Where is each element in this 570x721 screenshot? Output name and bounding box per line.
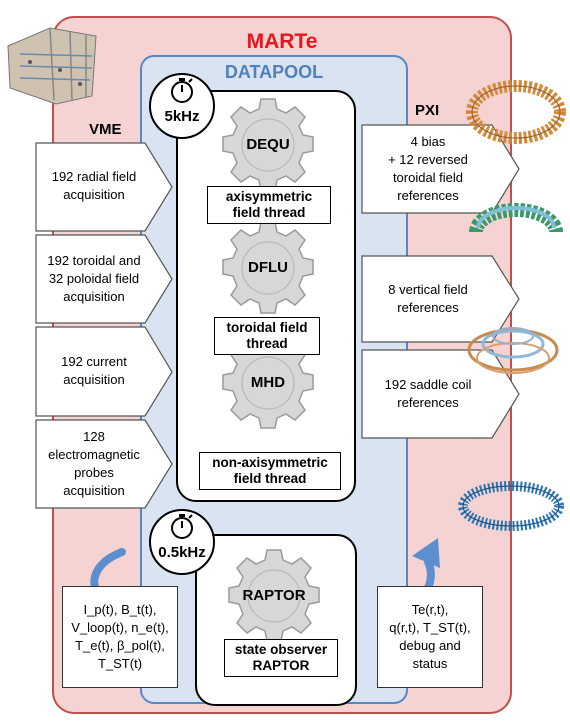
gear-name-dequ: DEQU xyxy=(246,136,290,153)
gear-name-dflu: DFLU xyxy=(248,259,288,276)
pxi-output-text: 8 vertical field references xyxy=(388,282,468,315)
fast-rate-badge xyxy=(149,73,215,139)
torus-coil-image xyxy=(467,327,559,374)
fast-rate-label: 5kHz xyxy=(164,108,200,125)
thread-label-dflu: toroidal field thread xyxy=(214,317,320,355)
torus-coil-image xyxy=(466,80,566,144)
pxi-output-text: 192 saddle coil references xyxy=(384,377,472,410)
thread-label-mhd: non-axisymmetric field thread xyxy=(199,452,341,490)
slow-rate-label: 0.5kHz xyxy=(158,544,206,561)
vme-input-text: 192 current acquisition xyxy=(61,354,127,387)
slow-rate-badge xyxy=(149,509,215,575)
torus-coil-image xyxy=(458,481,564,531)
vme-input-arrow xyxy=(35,142,173,232)
raptor-input-box: I_p(t), B_t(t), V_loop(t), n_e(t), T_e(t… xyxy=(62,586,178,688)
vme-input-text: 192 toroidal and 32 poloidal field acqui… xyxy=(47,253,141,304)
torus-coil-image xyxy=(469,203,563,233)
datapool-title: DATAPOOL xyxy=(224,62,324,82)
pxi-output-text: 4 bias + 12 reversed toroidal field refe… xyxy=(388,134,468,203)
gear-name-mhd: MHD xyxy=(250,374,286,391)
thread-label-raptor: state observer RAPTOR xyxy=(224,639,338,677)
vme-input-text: 192 radial field acquisition xyxy=(51,169,137,202)
pxi-label: PXI xyxy=(415,102,440,119)
vme-input-arrow xyxy=(35,419,173,509)
vme-input-arrow xyxy=(35,234,173,324)
vme-input-arrow xyxy=(35,326,173,417)
pxi-output-arrow xyxy=(361,255,520,343)
vme-crate-image xyxy=(7,27,97,105)
gear-name-raptor: RAPTOR xyxy=(242,587,306,604)
thread-label-dequ: axisymmetric field thread xyxy=(207,186,331,224)
vme-input-text: 128 electromagnetic probes acquisition xyxy=(48,429,140,498)
arrowhead-icon xyxy=(412,538,440,568)
raptor-output-box: Te(r,t), q(r,t), T_ST(t), debug and stat… xyxy=(377,586,483,688)
marte-title: MARTe xyxy=(246,30,318,53)
vme-label: VME xyxy=(89,121,122,138)
